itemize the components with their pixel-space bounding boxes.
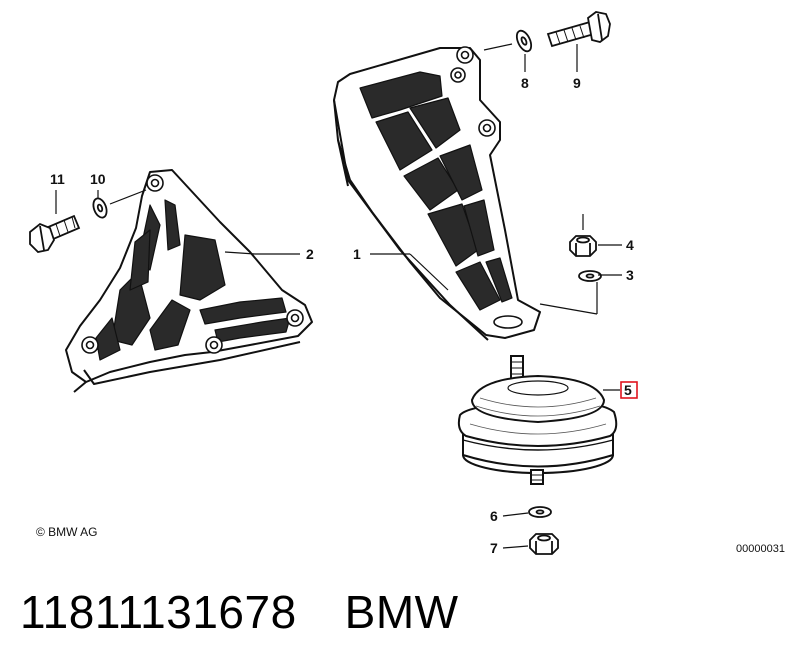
copyright-notice: © BMW AG xyxy=(36,525,98,539)
callout-5[interactable]: 5 xyxy=(624,382,632,398)
callout-6[interactable]: 6 xyxy=(490,508,498,524)
callout-2[interactable]: 2 xyxy=(306,246,314,262)
washer-part-10 xyxy=(92,197,108,219)
washer-part-6 xyxy=(528,506,552,518)
callout-7[interactable]: 7 xyxy=(490,540,498,556)
leader-lines xyxy=(55,43,622,549)
washer-part-8 xyxy=(515,29,533,53)
figure-id: 00000031 xyxy=(736,543,785,555)
bolt-part-9 xyxy=(546,11,611,48)
callout-10[interactable]: 10 xyxy=(90,171,106,187)
engine-mount-part-5 xyxy=(457,355,618,485)
callout-8[interactable]: 8 xyxy=(521,75,529,91)
part-caption: 11811131678 BMW xyxy=(20,585,459,639)
nut-part-4 xyxy=(569,235,597,257)
callout-11[interactable]: 11 xyxy=(50,171,65,187)
part-number: 11811131678 xyxy=(20,586,297,638)
callout-5-highlight xyxy=(620,381,638,399)
parts-diagram: 1 2 3 4 5 6 7 8 9 10 11 xyxy=(29,11,638,556)
bracket-left-part-2 xyxy=(65,169,313,393)
washer-part-3 xyxy=(578,270,602,282)
bolt-part-11 xyxy=(29,214,81,253)
callout-9[interactable]: 9 xyxy=(573,75,581,91)
callout-4[interactable]: 4 xyxy=(626,237,634,253)
callout-1[interactable]: 1 xyxy=(353,246,361,262)
bracket-right-part-1 xyxy=(333,46,541,341)
callout-3[interactable]: 3 xyxy=(626,267,634,283)
callout-labels: 1 2 3 4 5 6 7 8 9 10 11 xyxy=(50,75,634,556)
nut-part-7 xyxy=(529,533,559,555)
brand-name: BMW xyxy=(344,586,459,638)
